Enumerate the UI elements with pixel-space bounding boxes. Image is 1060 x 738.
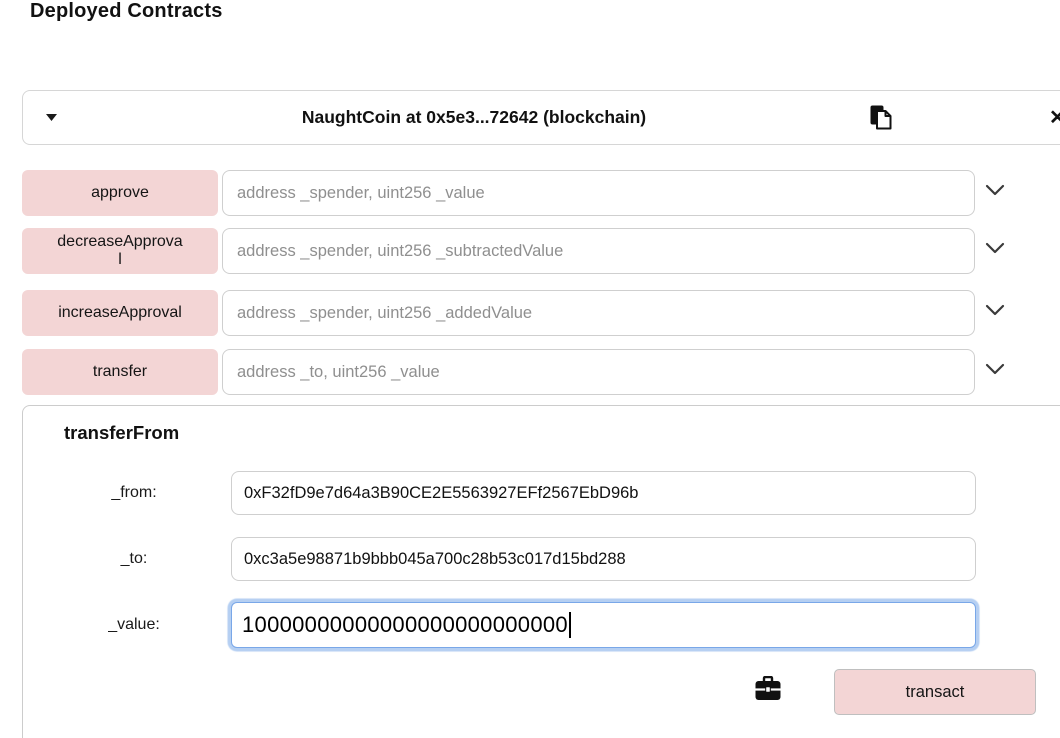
transfer-args-input[interactable] xyxy=(222,349,975,395)
increaseapproval-button[interactable]: increaseApproval xyxy=(22,290,218,336)
transferfrom-panel: transferFrom _from: _to: _value: 1000000… xyxy=(22,405,1060,738)
from-input[interactable] xyxy=(231,471,976,515)
to-label: _to: xyxy=(120,550,148,567)
function-row-transfer: transfer xyxy=(22,349,1022,395)
chevron-down-icon[interactable] xyxy=(985,363,1005,375)
function-row-approve: approve xyxy=(22,170,1022,216)
copy-icon[interactable] xyxy=(869,104,909,131)
from-label: _from: xyxy=(111,484,157,501)
to-field-row: _to: xyxy=(23,536,1023,582)
from-field-row: _from: xyxy=(23,470,1023,516)
decreaseapproval-button[interactable]: decreaseApproval xyxy=(22,228,218,274)
increaseapproval-args-input[interactable] xyxy=(222,290,975,336)
chevron-down-icon[interactable] xyxy=(985,304,1005,316)
function-row-decreaseapproval: decreaseApproval xyxy=(22,228,1022,274)
transact-button[interactable]: transact xyxy=(834,669,1036,715)
chevron-down-icon[interactable] xyxy=(985,242,1005,254)
function-row-increaseapproval: increaseApproval xyxy=(22,290,1022,336)
briefcase-icon[interactable] xyxy=(754,675,782,702)
value-input[interactable]: 10000000000000000000000000 xyxy=(231,602,976,648)
caret-down-icon[interactable] xyxy=(23,113,79,122)
to-input[interactable] xyxy=(231,537,976,581)
approve-args-input[interactable] xyxy=(222,170,975,216)
page-title: Deployed Contracts xyxy=(30,0,223,22)
transfer-button[interactable]: transfer xyxy=(22,349,218,395)
decreaseapproval-args-input[interactable] xyxy=(222,228,975,274)
close-icon[interactable]: ✕ xyxy=(1049,107,1060,129)
text-cursor xyxy=(568,612,571,638)
transact-action-row: transact xyxy=(23,664,1043,720)
value-label: _value: xyxy=(108,616,160,633)
transferfrom-title: transferFrom xyxy=(64,422,180,443)
value-input-text: 10000000000000000000000000 xyxy=(242,612,568,637)
chevron-down-icon[interactable] xyxy=(985,184,1005,196)
value-field-row: _value: 10000000000000000000000000 xyxy=(23,602,1023,648)
contract-header-card: NaughtCoin at 0x5e3...72642 (blockchain)… xyxy=(22,90,1060,145)
approve-button[interactable]: approve xyxy=(22,170,218,216)
contract-title: NaughtCoin at 0x5e3...72642 (blockchain) xyxy=(301,107,647,127)
